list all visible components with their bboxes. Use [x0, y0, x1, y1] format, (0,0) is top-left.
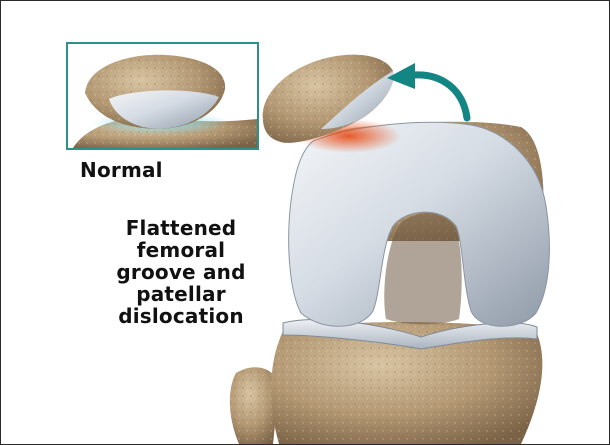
normal-inset — [67, 43, 258, 149]
curved-arrow-icon — [387, 63, 467, 118]
caption-line: femoral — [97, 239, 265, 261]
normal-label: Normal — [80, 158, 163, 182]
caption-line: Flattened — [97, 217, 265, 239]
caption-line: patellar — [97, 283, 265, 305]
main-knee — [230, 55, 550, 444]
caption-line: groove and — [97, 261, 265, 283]
caption: Flattened femoral groove and patellar di… — [97, 217, 265, 327]
caption-line: dislocation — [97, 305, 265, 327]
